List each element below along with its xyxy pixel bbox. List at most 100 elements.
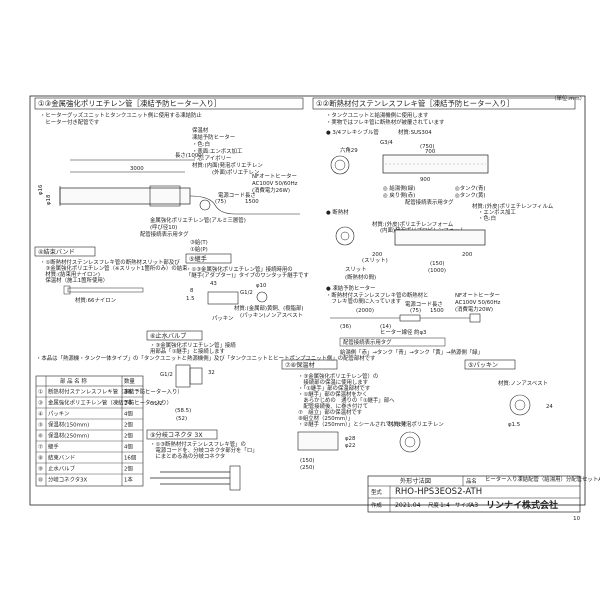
dim-phi18: φ18 [46,194,52,205]
dim-43: 43 [210,281,217,287]
connector-body [229,465,241,491]
packing-inner [514,399,526,411]
label-cord: 電源コード長さ [218,191,256,199]
table-cell-no: ⑨ [38,466,43,473]
table-cell-no: ④ [38,412,43,418]
heater-1500: 1500 [430,308,444,314]
note-line: ・ヒーターグッズユニットとタンクユニット側に使用する凍結防止 [40,111,202,119]
heater-title: ● 凍結予防ヒーター [326,284,376,292]
section-title: ①②断熱材付ステンレスフレキ管［凍結予防ヒーター入り］ [316,99,514,108]
table-cell-no: ⑩ [38,477,43,484]
section-title: ⑦⑧保温材 [285,361,315,369]
insulation-piece-inner [404,436,416,448]
table-cell-qty: 2本 [124,399,133,407]
heater-power: AC100V 50/60Hz [455,300,501,306]
table-cell-qty: 2個 [124,432,133,440]
label-inner: (外面)ポリエチレン [212,168,259,176]
ins-dim: 200 [462,252,473,258]
dim-phi22: φ22 [345,443,355,449]
table-cell-no: ⑤ [38,423,43,429]
valve-dim: 32 [208,370,215,376]
dim-150: (150) [300,458,315,464]
ins-dim: (150) [430,261,445,267]
note-line: 保温材（施工1箇所使用） [40,276,108,284]
name-value: ヒーター入り凍結配管（給湯用）分配管セットAT [485,475,600,483]
table-cell-qty: 2個 [124,421,133,429]
note-line: にまとめる為の分岐コネクタ [150,452,225,460]
table-cell-name: 止水バルブ [48,465,76,473]
table-row: ⑨ 止水バルブ 2個 [36,465,143,475]
hex-nut [330,155,350,175]
label-cord-len: (75) [215,199,226,205]
flex-pipe-body [382,154,489,174]
note-line: ⑦ 組立」部の保温材です [298,408,362,416]
section-insulation-pieces: ⑦⑧保温材 ・③金属強化ポリエチレン管）の 接続部の保温に使用します ・「①継手… [281,359,444,471]
insulation-section [335,226,355,246]
section-strong-pipe: ①③金属強化ポリエチレン管［凍結予防ヒーター入り］ ・ヒーターグッズユニットとタ… [34,97,304,253]
insulation-piece-end [399,431,421,453]
table-cell-no: ⑦ [38,445,43,451]
insulation-inner [340,231,350,241]
valve-dim: G1/2 [150,401,163,407]
ins-mat: 材質:(外皮)ポリエチレンフィルム [472,202,554,210]
packing-mat: 材質:ノンアスベスト [498,379,548,387]
ins-mat: ・エンボス加工 [478,208,516,216]
table-cell-qty: 2個 [124,465,133,473]
table-row: ⑤ 保温材(150mm) 2個 [36,421,143,431]
heater-36: (36) [340,324,351,330]
heater-plug [199,199,211,211]
note-line: ・①断熱材付ステンレスフレキ管の断熱材スリット部及び [40,258,180,266]
table-cell-name: 継手 [48,443,59,451]
dim-750: (750) [420,144,435,150]
note-line: 「継手(アダプター)」タイプのワンタッチ継手です [186,271,309,279]
g34: G3/4 [380,140,393,146]
section-packing: ⑤パッキン 材質:ノンアスベスト 24 φ1.5 [464,359,553,428]
table-cell-name: 断熱材付ステンレスフレキ管（凍結予防ヒーター入り） [48,388,183,396]
color-row: 給湯側「赤」→タンク「青」→タンク「黄」→熱源側「緑」 [340,348,483,356]
packing-dim: 24 [546,404,553,410]
label-nf-heater: NFオートヒーター [252,172,297,180]
joint-end [256,291,268,303]
table-header: 部 品 名 称 [60,377,87,385]
section-title: ⑤継手 [189,255,207,263]
heater-cord: 電源コード長さ [405,300,443,308]
label-consume: (消費電力26W) [252,186,290,194]
connector-cords [150,471,230,485]
dim-phi16: φ16 [38,184,44,195]
valve-dim: G1/2 [160,372,173,378]
table-cell-name: 分岐コネクタ3X [48,476,88,484]
insulation-mat: 材質:発泡ポリエチレン [388,420,444,428]
section-band: ④結束バンド ・①断熱材付ステンレスフレキ管の断熱材スリット部及び ③金属強化ポ… [34,246,188,304]
dim-700: 700 [425,149,436,155]
scale-label: 尺度 [428,501,439,509]
ins-dim: 200 [372,252,383,258]
slit-pos: (断熱材の間) [345,273,376,281]
ins-dim: (1000) [428,268,446,274]
section-title-box [34,246,96,257]
hex: 六角29 [340,146,358,154]
tag-note: 配管接続表示用タグ [343,338,392,346]
sheet-border [29,95,586,506]
insulation-title: ● 断熱材 [326,208,349,216]
title-block: 外形寸法図 品名 ヒーター入り凍結配管（給湯用）分配管セットAT 型式 RHO-… [367,475,600,522]
table-cell-name: 保温材(150mm) [48,421,89,429]
heater-14: (14) [380,324,391,330]
dim-length: 3000 [130,166,144,172]
joint-body [207,291,239,305]
packing-label: パッキン [212,315,233,322]
note-line: 材質:(結束用ナイロン) [40,270,100,278]
band-head [63,285,71,295]
section-flex-pipe: ①②断熱材付ステンレスフレキ管［凍結予防ヒーター入り］ ・タンクユニットと給湯機… [312,97,576,356]
heater-note: ・断熱材付ステンレスフレキ管の断熱材と [326,291,428,299]
band-material: 材質:66ナイロン [75,296,116,304]
label-note-a: ③給(T) [190,238,208,246]
packing-ring [509,394,531,416]
sheet-number: 10 [573,516,580,522]
table-cell-qty: 2本 [124,388,133,396]
